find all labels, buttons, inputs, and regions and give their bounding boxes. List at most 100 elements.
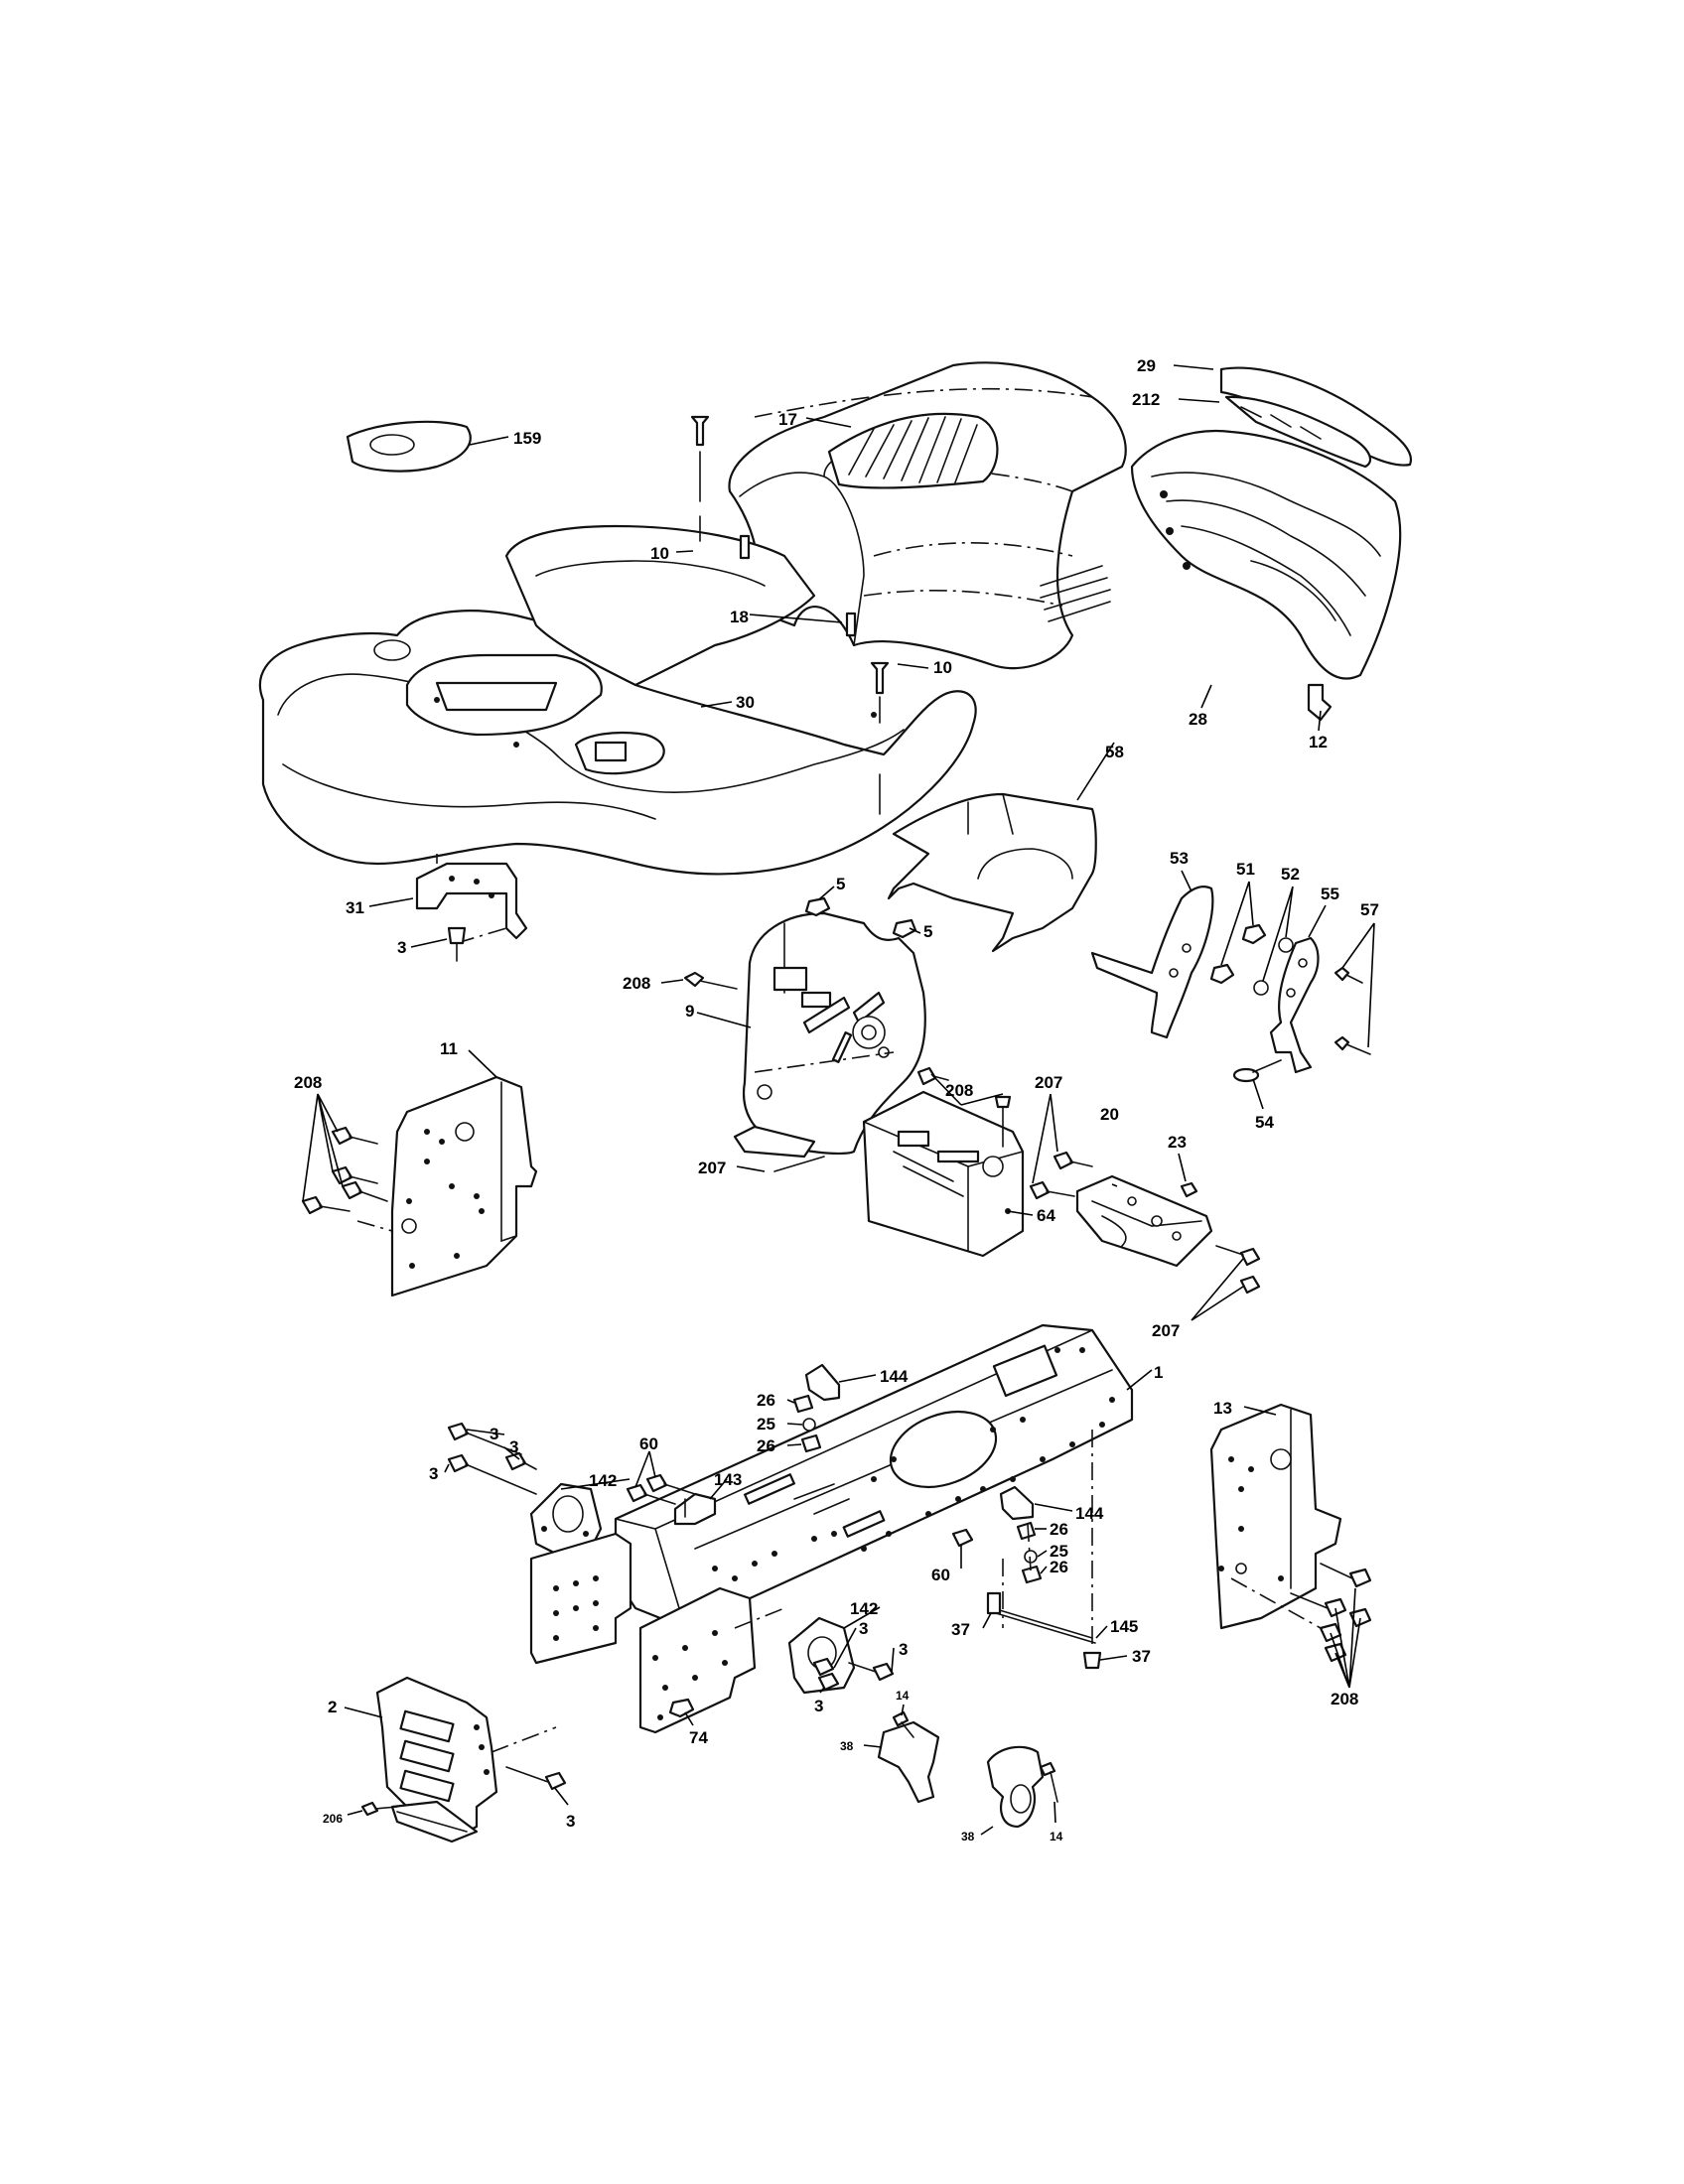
callout-55: 55	[1321, 885, 1339, 903]
callout-208-at-64: 208	[945, 1081, 973, 1100]
callout-20: 20	[1100, 1105, 1119, 1124]
bracket-142-upper	[529, 1482, 603, 1556]
callout-25-top: 25	[757, 1415, 775, 1433]
callout-26-right-b: 26	[1050, 1558, 1068, 1576]
bracket-38-left	[877, 1710, 940, 1804]
bolts-57	[1333, 966, 1371, 1055]
callout-3-near-31: 3	[397, 938, 406, 957]
callout-3-lower-a: 3	[859, 1619, 868, 1638]
bracket-part-20	[1075, 1174, 1213, 1268]
fender-part-30	[258, 524, 977, 876]
bolts-3-lower	[812, 1657, 895, 1692]
bracket-part-64	[862, 1090, 1025, 1258]
callout-labels: 29 212 17 159 10 18 10 30 28 12 58 31 3 …	[294, 356, 1379, 1843]
callout-18: 18	[730, 608, 749, 626]
bracket-207-under-9	[733, 1125, 825, 1172]
callout-3-upper-a: 3	[490, 1425, 498, 1443]
callout-3-upper-c: 3	[429, 1464, 438, 1483]
axle-plate-right	[638, 1586, 785, 1734]
side-panel-part-13	[1209, 1403, 1342, 1630]
callout-144-top: 144	[880, 1367, 909, 1386]
callout-5-right: 5	[923, 922, 932, 941]
rod-145	[992, 1607, 1096, 1644]
callout-3-lower-b: 3	[899, 1640, 908, 1659]
bolts-37	[986, 1591, 1102, 1670]
headlight-lens-29	[1219, 366, 1413, 469]
bolt-3-near-31	[447, 926, 467, 962]
callout-9: 9	[685, 1002, 694, 1021]
callout-3-front: 3	[566, 1812, 575, 1831]
dash-panel-part-9	[742, 911, 926, 1156]
callout-13: 13	[1213, 1399, 1232, 1418]
callout-54: 54	[1255, 1113, 1274, 1132]
bracket-part-31	[415, 854, 528, 944]
callout-58: 58	[1105, 743, 1124, 761]
callout-207-bottom: 207	[1152, 1321, 1180, 1340]
callout-159: 159	[513, 429, 541, 448]
bracket-144-right	[999, 1485, 1043, 1584]
callout-37-right: 37	[1132, 1647, 1151, 1666]
hood-part-17	[728, 361, 1127, 670]
shroud-part-58	[887, 792, 1097, 953]
callout-11: 11	[440, 1039, 458, 1058]
hood-bolts-10	[690, 415, 890, 815]
bolts-208-at-64	[916, 1066, 1012, 1148]
callout-38-right: 38	[961, 1830, 975, 1843]
callout-206: 206	[323, 1812, 343, 1826]
callout-74: 74	[689, 1728, 708, 1747]
bolts-207-at-20	[1029, 1151, 1261, 1295]
callout-208-panel-11: 208	[294, 1073, 322, 1092]
callout-5-top: 5	[836, 875, 845, 893]
callout-57: 57	[1360, 900, 1379, 919]
bolt-206	[360, 1801, 398, 1817]
nuts-5	[804, 896, 917, 939]
callout-10-top: 10	[650, 544, 669, 563]
callout-37-left: 37	[951, 1620, 970, 1639]
callout-29: 29	[1137, 356, 1156, 375]
bolt-54	[1232, 1059, 1282, 1083]
callout-212: 212	[1132, 390, 1160, 409]
callout-3-lower-c: 3	[814, 1697, 823, 1715]
callout-145: 145	[1110, 1617, 1138, 1636]
nuts-51	[1209, 923, 1267, 985]
callout-10-right: 10	[933, 658, 952, 677]
callout-14-right: 14	[1050, 1830, 1063, 1843]
nut-74	[668, 1698, 695, 1718]
nut-23	[1180, 1181, 1198, 1198]
grille-part-28	[1130, 430, 1402, 680]
callout-30: 30	[736, 693, 755, 712]
callout-207-top: 207	[1035, 1073, 1062, 1092]
callout-38-left: 38	[840, 1739, 854, 1753]
callout-52: 52	[1281, 865, 1300, 884]
callout-1: 1	[1154, 1363, 1163, 1382]
clip-part-12	[1307, 683, 1333, 722]
axle-plate-left	[529, 1532, 632, 1665]
side-panel-part-11	[390, 1075, 538, 1297]
callout-143: 143	[714, 1470, 742, 1489]
callout-26-right-a: 26	[1050, 1520, 1068, 1539]
bracket-38-right	[986, 1745, 1058, 1829]
callout-14-left: 14	[896, 1689, 910, 1703]
bracket-143	[673, 1492, 717, 1526]
callout-25-right: 25	[1050, 1542, 1068, 1561]
callout-142-upper: 142	[589, 1471, 617, 1490]
bolt-3-front-plate	[505, 1766, 567, 1791]
callout-26-mid: 26	[757, 1436, 775, 1455]
bolts-208-panel-11	[301, 1126, 393, 1232]
callout-26-top: 26	[757, 1391, 775, 1410]
leader-lines	[302, 364, 1375, 1836]
callout-64: 64	[1037, 1206, 1055, 1225]
bolts-208-panel-13	[1230, 1563, 1372, 1663]
callout-2: 2	[328, 1698, 337, 1716]
bracket-144-top	[792, 1363, 841, 1453]
callout-208-panel-13: 208	[1331, 1690, 1358, 1708]
callout-208-at-9: 208	[623, 974, 650, 993]
bolt-208-left-of-9	[683, 971, 738, 990]
callout-51: 51	[1236, 860, 1255, 879]
callout-17: 17	[778, 410, 797, 429]
bracket-part-53	[1090, 885, 1214, 1039]
callout-23: 23	[1168, 1133, 1187, 1152]
bolt-60-right	[951, 1528, 974, 1548]
